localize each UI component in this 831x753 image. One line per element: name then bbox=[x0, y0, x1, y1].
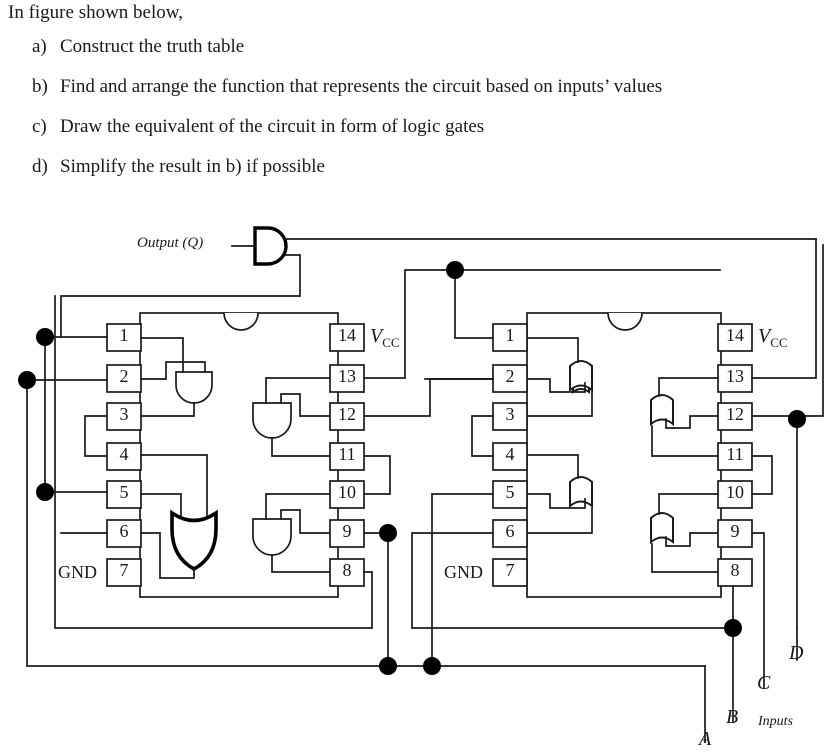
junction-dot bbox=[724, 619, 742, 637]
left-pin-1: 1 bbox=[119, 325, 129, 345]
left-chip-gate-4 bbox=[252, 493, 330, 573]
right-pin-9: 9 bbox=[730, 521, 740, 541]
question-item-a: a) Construct the truth table bbox=[6, 36, 806, 58]
junction-dot bbox=[788, 410, 806, 428]
input-label-a: A bbox=[699, 728, 712, 750]
wire-right-5 bbox=[431, 493, 494, 667]
right-pin-3: 3 bbox=[505, 404, 515, 424]
left-chip-pins-right bbox=[329, 323, 365, 587]
left-chip-body bbox=[139, 312, 339, 598]
right-pin-14: 14 bbox=[726, 325, 744, 345]
junction-dot bbox=[36, 483, 54, 501]
question-block: In figure shown below, a) Construct the … bbox=[6, 2, 806, 196]
question-text-d: Simplify the result in b) if possible bbox=[60, 156, 325, 177]
junction-dot bbox=[423, 657, 441, 675]
left-pin-10: 10 bbox=[338, 482, 356, 502]
left-pin-2: 2 bbox=[119, 366, 129, 386]
question-text-c: Draw the equivalent of the circuit in fo… bbox=[60, 116, 485, 137]
right-pin-8: 8 bbox=[730, 560, 740, 580]
vcc-cc-subscript: CC bbox=[770, 335, 788, 350]
question-item-b: b) Find and arrange the function that re… bbox=[6, 76, 806, 98]
question-text-a: Construct the truth table bbox=[60, 36, 245, 57]
question-marker-c: c) bbox=[32, 116, 47, 137]
input-label-d: D bbox=[789, 642, 804, 664]
left-pin-13: 13 bbox=[338, 366, 356, 386]
right-pin-2: 2 bbox=[505, 366, 515, 386]
left-pin-14: 14 bbox=[338, 325, 356, 345]
right-chip-pins-left bbox=[492, 323, 528, 587]
wire-left-9 bbox=[363, 532, 389, 667]
right-chip-body bbox=[526, 312, 722, 598]
left-pin-5: 5 bbox=[119, 482, 129, 502]
inputs-group-label: Inputs bbox=[758, 714, 793, 729]
left-pin-3: 3 bbox=[119, 404, 129, 424]
right-chip-gate-2 bbox=[527, 454, 593, 534]
wire-input-left-rails bbox=[26, 336, 108, 493]
left-chip-gate-1 bbox=[140, 337, 213, 417]
right-chip-gate-4 bbox=[650, 493, 718, 573]
vcc-cc-subscript: CC bbox=[382, 335, 400, 350]
output-and-gate bbox=[60, 226, 817, 338]
left-chip-gate-3 bbox=[252, 377, 330, 457]
wire-right-12 bbox=[751, 244, 824, 629]
left-pin-11: 11 bbox=[338, 444, 356, 464]
junction-dot bbox=[36, 328, 54, 346]
junction-dot bbox=[379, 524, 397, 542]
right-pin-11: 11 bbox=[726, 444, 744, 464]
question-marker-b: b) bbox=[32, 76, 48, 97]
right-pin-13: 13 bbox=[726, 366, 744, 386]
wire-right-9-to-C bbox=[751, 532, 765, 689]
question-item-c: c) Draw the equivalent of the circuit in… bbox=[6, 116, 806, 138]
wire-left-11-10 bbox=[363, 455, 391, 495]
question-text-b: Find and arrange the function that repre… bbox=[60, 76, 663, 97]
wire-left-vcc bbox=[363, 269, 456, 379]
question-marker-d: d) bbox=[32, 156, 48, 177]
output-q-label: Output (Q) bbox=[137, 235, 204, 251]
left-chip-gate-2-bold bbox=[140, 454, 218, 579]
right-chip-vcc-label: VCC bbox=[758, 325, 788, 351]
junction-dot bbox=[18, 371, 36, 389]
junction-dot bbox=[446, 261, 464, 279]
wire-right-3-4-jumper bbox=[471, 415, 494, 457]
right-chip-pins-right bbox=[717, 323, 753, 587]
wire-left-12 bbox=[363, 378, 494, 417]
right-pin-7: 7 bbox=[505, 560, 515, 580]
input-label-b: B bbox=[726, 706, 739, 728]
junction-dots bbox=[18, 261, 806, 675]
right-pin-10: 10 bbox=[726, 482, 744, 502]
right-pin-5: 5 bbox=[505, 482, 515, 502]
wire-right-6 bbox=[411, 532, 734, 629]
left-pin-7: 7 bbox=[119, 560, 129, 580]
left-chip-pins-left bbox=[106, 323, 142, 587]
question-marker-a: a) bbox=[32, 36, 47, 57]
left-pin-6: 6 bbox=[119, 521, 129, 541]
right-pin-1: 1 bbox=[505, 325, 515, 345]
wire-bottom-bus bbox=[26, 379, 706, 743]
right-chip-gnd-label: GND bbox=[444, 562, 483, 582]
left-chip-vcc-label: VCC bbox=[370, 325, 400, 351]
left-pin-12: 12 bbox=[338, 404, 356, 424]
left-pin-9: 9 bbox=[342, 521, 352, 541]
right-pin-4: 4 bbox=[505, 444, 515, 464]
left-pin-8: 8 bbox=[342, 560, 352, 580]
wire-left-3-4-jumper bbox=[84, 415, 108, 457]
vcc-v-glyph: V bbox=[758, 325, 771, 347]
wire-left-8 bbox=[54, 295, 373, 629]
left-pin-4: 4 bbox=[119, 444, 129, 464]
right-chip-gate-3 bbox=[650, 377, 718, 457]
right-pin-6: 6 bbox=[505, 521, 515, 541]
question-intro: In figure shown below, bbox=[8, 2, 184, 23]
left-chip-gnd-label: GND bbox=[58, 562, 97, 582]
wire-top-node-bus bbox=[454, 269, 721, 339]
wire-right-11-10 bbox=[751, 455, 773, 495]
vcc-v-glyph: V bbox=[370, 325, 383, 347]
input-label-c: C bbox=[757, 672, 771, 694]
right-chip-gate-1 bbox=[527, 337, 593, 417]
question-item-d: d) Simplify the result in b) if possible bbox=[6, 156, 806, 178]
junction-dot bbox=[379, 657, 397, 675]
wire-output-to-right-13 bbox=[751, 238, 817, 379]
right-pin-12: 12 bbox=[726, 404, 744, 424]
